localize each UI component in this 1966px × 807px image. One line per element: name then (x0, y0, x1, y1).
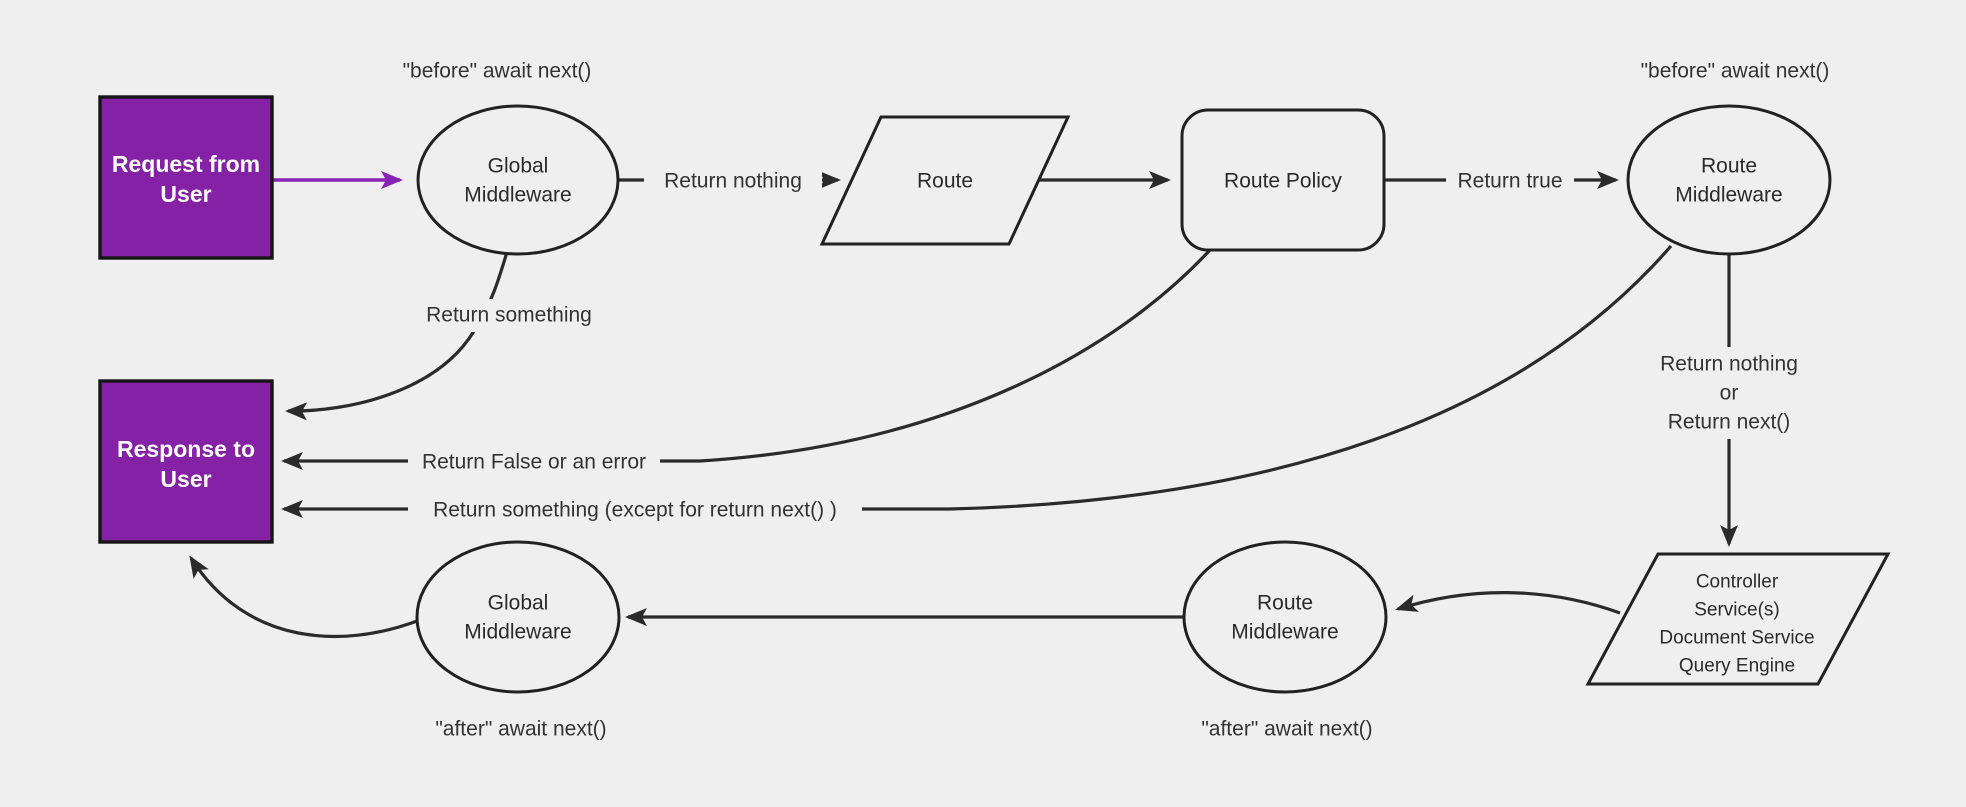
svg-text:Middleware: Middleware (1675, 184, 1782, 207)
edge-route-policy-to-response (281, 248, 1212, 470)
label-after-await-route: "after" await next() (1201, 718, 1372, 741)
node-route-middleware-top: Route Middleware (1626, 104, 1832, 256)
edge-route-middleware-to-response (281, 244, 1673, 518)
svg-text:Response to: Response to (117, 436, 255, 462)
edge-controller-to-route-middleware-bottom (1395, 591, 1621, 615)
edge-label-return-nothing-or-next: Return nothing or Return next() (1625, 347, 1833, 439)
edge-label-bg (1625, 347, 1833, 439)
request-box (98, 95, 274, 260)
svg-text:Query Engine: Query Engine (1679, 656, 1795, 677)
edge-global-middleware-bottom-to-response (189, 555, 418, 639)
svg-text:Document Service: Document Service (1659, 628, 1814, 649)
edge-label-return-true: Return true (1446, 163, 1574, 197)
svg-text:Controller: Controller (1696, 572, 1779, 593)
edge-label-return-false-or-error: Return False or an error (408, 445, 660, 479)
route-middleware-top-ellipse (1626, 104, 1832, 256)
label-after-await-global: "after" await next() (435, 718, 606, 741)
node-route-policy: Route Policy (1180, 108, 1386, 252)
controller-parallelogram (1585, 552, 1891, 686)
edge-label-return-something-except: Return something (except for return next… (408, 492, 862, 526)
global-middleware-top-ellipse (416, 104, 620, 256)
svg-text:Route: Route (1257, 592, 1313, 615)
svg-text:or: or (1720, 382, 1739, 405)
edge-label-return-something: Return something (412, 299, 606, 332)
edge-global-middleware-to-response (285, 251, 509, 421)
edge-label-bg (408, 445, 660, 479)
svg-text:Middleware: Middleware (464, 184, 571, 207)
node-route-middleware-bottom: Route Middleware (1182, 540, 1388, 694)
svg-text:User: User (160, 181, 211, 207)
svg-text:Service(s): Service(s) (1694, 600, 1780, 621)
svg-text:Route Policy: Route Policy (1224, 170, 1342, 193)
svg-text:Middleware: Middleware (464, 621, 571, 644)
node-route: Route (819, 115, 1071, 246)
label-before-await-route: "before" await next() (1641, 60, 1830, 83)
edge-label-return-nothing: Return nothing (644, 163, 822, 197)
svg-text:Return False or an error: Return False or an error (422, 451, 646, 474)
svg-text:Return something: Return something (426, 304, 592, 327)
svg-text:Middleware: Middleware (1231, 621, 1338, 644)
edge-label-bg (644, 163, 822, 197)
route-policy-rect (1180, 108, 1386, 252)
node-request-from-user: Request from User (98, 95, 274, 260)
svg-text:Return next(): Return next() (1668, 411, 1791, 434)
svg-text:Global: Global (488, 155, 549, 178)
global-middleware-bottom-ellipse (415, 540, 621, 694)
svg-text:Return something (except for r: Return something (except for return next… (433, 499, 837, 522)
svg-text:Route: Route (917, 170, 973, 193)
route-parallelogram (819, 115, 1071, 246)
response-box (98, 379, 274, 544)
svg-text:Route: Route (1701, 155, 1757, 178)
edge-label-bg (1446, 163, 1574, 197)
svg-text:User: User (160, 466, 211, 492)
label-before-await-global: "before" await next() (403, 60, 592, 83)
node-global-middleware-bottom: Global Middleware (415, 540, 621, 694)
node-response-to-user: Response to User (98, 379, 274, 544)
svg-text:Return nothing: Return nothing (1660, 353, 1798, 376)
svg-text:Return nothing: Return nothing (664, 170, 802, 193)
node-controller-services: Controller Service(s) Document Service Q… (1585, 552, 1891, 686)
route-middleware-bottom-ellipse (1182, 540, 1388, 694)
node-global-middleware-top: Global Middleware (416, 104, 620, 256)
svg-text:Global: Global (488, 592, 549, 615)
svg-text:Request from: Request from (112, 151, 260, 177)
edge-label-bg (408, 492, 862, 526)
svg-text:Return true: Return true (1457, 170, 1562, 193)
edge-label-bg (412, 299, 606, 332)
